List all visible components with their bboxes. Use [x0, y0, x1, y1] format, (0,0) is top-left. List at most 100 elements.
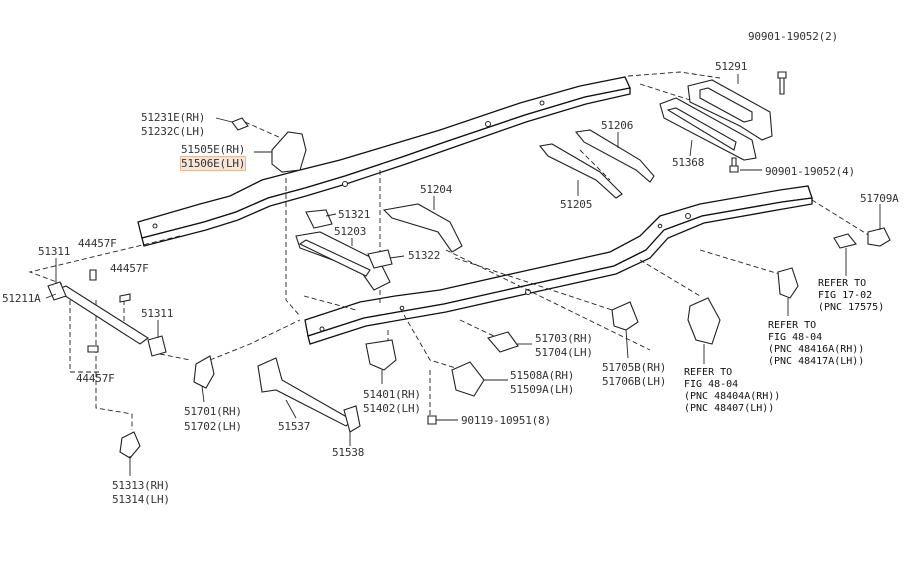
part-label[interactable]: 51314(LH) [112, 493, 170, 506]
part-label[interactable]: 51206 [601, 119, 634, 132]
rail-hole [539, 100, 545, 106]
part-label[interactable]: 51508A(RH) [510, 369, 575, 382]
part-label[interactable]: 51203 [334, 225, 367, 238]
part-label[interactable]: 90901-19052(4) [765, 165, 855, 178]
leader-51211a [45, 293, 57, 299]
part-label[interactable]: 51709A [860, 192, 899, 205]
bracket-51701 [193, 355, 215, 389]
bolt-90119-10951 [427, 415, 437, 425]
mount-48416a [777, 267, 799, 299]
frame-outline-dash [209, 319, 301, 361]
frame-outline-dash [445, 249, 651, 351]
part-label[interactable]: 51321 [338, 208, 371, 221]
part-label[interactable]: 51402(LH) [363, 402, 421, 415]
rail-hole [342, 181, 348, 187]
right-frame-rail-lower-face [307, 197, 813, 345]
frame-outline-dash [579, 149, 611, 181]
crossmember-51291-detail [699, 87, 753, 123]
bracket-51508a [451, 361, 485, 397]
frame-outline-dash [454, 257, 613, 311]
frame-outline-dash [69, 300, 100, 373]
part-label[interactable]: 51701(RH) [184, 405, 242, 418]
part-label[interactable]: 51291 [715, 60, 748, 73]
part-label[interactable]: 51204 [420, 183, 453, 196]
part-label[interactable]: 51368 [672, 156, 705, 169]
part-label[interactable]: 51311 [38, 245, 71, 258]
part-label[interactable]: 51509A(LH) [510, 383, 575, 396]
mount-48404a [687, 297, 721, 345]
part-label[interactable]: 51313(RH) [112, 479, 170, 492]
reference-line: REFER TO [684, 367, 733, 378]
bolt-90901-19052-b [729, 157, 739, 173]
reference-line: (PNC 48417A(LH)) [768, 356, 865, 367]
frame-outline-dash [28, 235, 181, 285]
leader-51701 [201, 385, 205, 403]
crossmember-51204 [382, 203, 463, 253]
rail-hole [319, 326, 325, 332]
frame-outline-dash [639, 259, 701, 297]
part-label[interactable]: 51232C(LH) [141, 125, 206, 138]
clip-44457f-a [89, 269, 97, 281]
reference-note-fig-48-04-a: REFER TO FIG 48-04 (PNC 48404A(RH)) (PNC… [684, 367, 780, 415]
frame-outline-dash [699, 249, 787, 277]
bracket-51703 [487, 331, 519, 353]
bar-51205 [538, 143, 623, 199]
part-label[interactable]: 44457F [78, 237, 117, 250]
part-label[interactable]: 51401(RH) [363, 388, 421, 401]
part-label[interactable]: 51322 [408, 249, 441, 262]
reference-note-fig-17-02: REFER TO FIG 17-02 (PNC 17575) [818, 278, 884, 314]
leader-51321 [325, 213, 337, 217]
reference-line: (PNC 48407(LH)) [684, 403, 775, 414]
frame-outline-dash [159, 353, 191, 361]
bracket-51705b [611, 301, 639, 331]
part-label-highlighted[interactable]: 51506E(LH) [179, 156, 247, 171]
reference-line: REFER TO [768, 320, 817, 331]
rail-hole [685, 213, 691, 219]
rail-hole [485, 121, 491, 127]
clip-44457f-c [87, 345, 99, 353]
part-label[interactable]: 51703(RH) [535, 332, 593, 345]
part-label[interactable]: 44457F [110, 262, 149, 275]
leader-51322 [389, 255, 405, 259]
bracket-51538 [343, 405, 361, 433]
reference-note-fig-48-04-b: REFER TO FIG 48-04 (PNC 48416A(RH)) (PNC… [768, 320, 864, 368]
reference-line: (PNC 17575) [818, 302, 885, 313]
part-label[interactable]: 51706B(LH) [602, 375, 667, 388]
reference-line: REFER TO [818, 278, 867, 289]
part-label[interactable]: 51538 [332, 446, 365, 459]
bracket-51322 [367, 249, 393, 269]
crossmember-51203-flange [298, 239, 371, 277]
leader-51231e [215, 117, 233, 123]
bushing-51311-b [147, 335, 167, 357]
frame-outline-dash [639, 83, 691, 101]
left-frame-rail-lower-face [141, 87, 631, 247]
part-label[interactable]: 51205 [560, 198, 593, 211]
part-label[interactable]: 51505E(RH) [181, 143, 246, 156]
part-label[interactable]: 51211A [2, 292, 41, 305]
bolt-90901-19052-a [777, 71, 787, 95]
part-label[interactable]: 51702(LH) [184, 420, 242, 433]
frame-outline-dash [303, 295, 357, 311]
frame-outline-dash [95, 300, 133, 430]
reference-line: FIG 48-04 [684, 379, 739, 390]
bracket-51709a-b [833, 233, 857, 249]
part-label[interactable]: 44457F [76, 372, 115, 385]
bushing-51311-a [47, 281, 67, 301]
rail-hole [657, 223, 663, 229]
reference-line: FIG 48-04 [768, 332, 823, 343]
frame-outline-dash [459, 319, 499, 339]
part-label[interactable]: 51705B(RH) [602, 361, 667, 374]
part-label[interactable]: 90901-19052(2) [748, 30, 838, 43]
bracket-51401 [365, 339, 397, 371]
part-label[interactable]: 51311 [141, 307, 174, 320]
part-label[interactable]: 51231E(RH) [141, 111, 206, 124]
part-label[interactable]: 51704(LH) [535, 346, 593, 359]
clip-44457f-b [119, 293, 131, 303]
frame-outline-dash [627, 71, 721, 79]
reference-line: (PNC 48416A(RH)) [768, 344, 865, 355]
leader-51705b [625, 329, 629, 359]
part-label[interactable]: 51537 [278, 420, 311, 433]
part-label[interactable]: 90119-10951(8) [461, 414, 551, 427]
bracket-51321 [305, 209, 333, 229]
